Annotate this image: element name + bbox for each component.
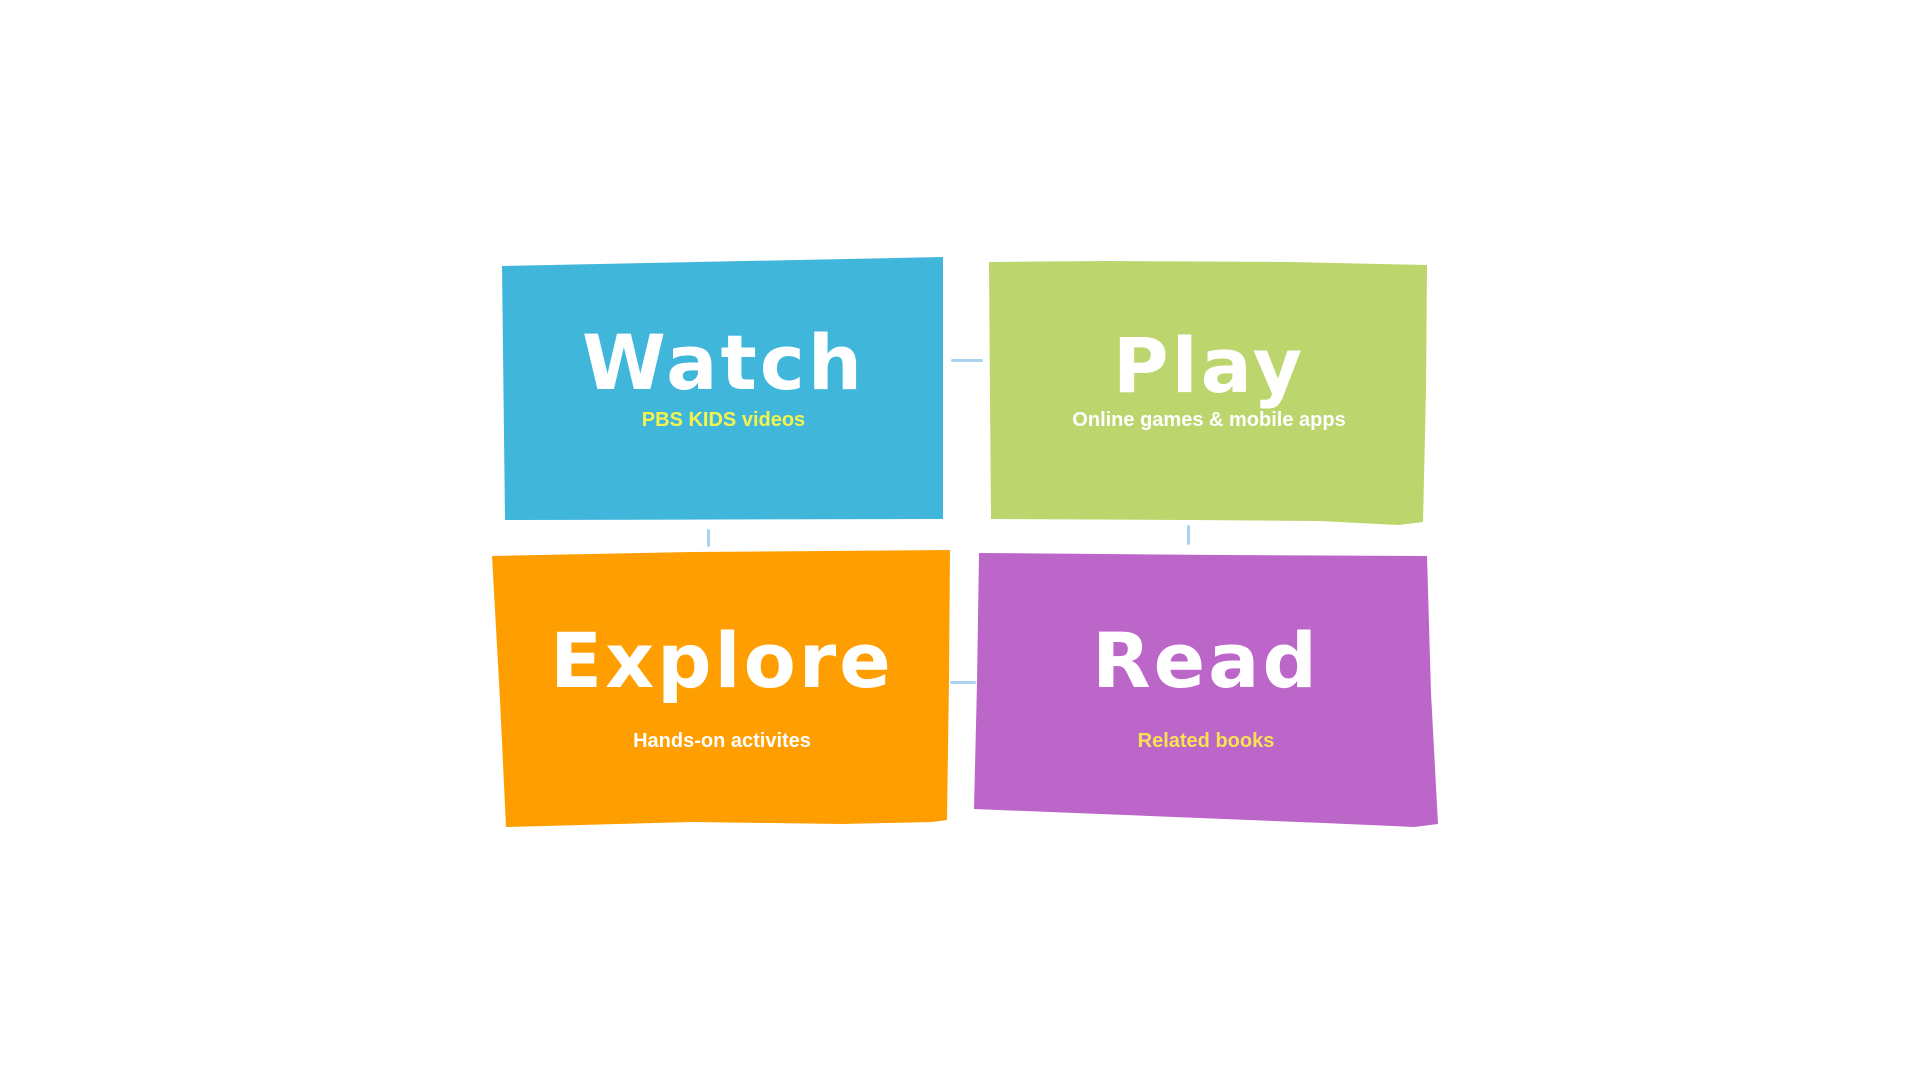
play-tile-shape xyxy=(989,261,1427,525)
watch-tile-fill xyxy=(502,257,943,520)
connector-watch-explore xyxy=(707,529,710,547)
read-subtitle: Related books xyxy=(1137,730,1275,752)
connector-watch-play xyxy=(951,359,983,362)
watch-tile[interactable]: Watch PBS KIDS videos xyxy=(502,257,945,520)
play-tile[interactable]: Play Online games & mobile apps xyxy=(989,260,1429,526)
play-tile-fill xyxy=(989,261,1427,525)
read-tile-fill xyxy=(974,553,1438,827)
explore-tile[interactable]: Explore Hands-on activites xyxy=(492,550,952,827)
explore-subtitle: Hands-on activites xyxy=(633,730,811,752)
read-title: Read xyxy=(1092,616,1320,705)
play-title: Play xyxy=(1112,321,1306,410)
explore-title: Explore xyxy=(550,616,894,705)
explore-tile-fill xyxy=(492,550,950,827)
read-tile-shape xyxy=(974,553,1438,827)
watch-tile-shape xyxy=(502,257,943,520)
explore-tile-shape xyxy=(492,550,950,827)
play-subtitle: Online games & mobile apps xyxy=(1072,409,1346,431)
read-tile[interactable]: Read Related books xyxy=(974,553,1438,827)
connector-explore-read xyxy=(950,681,976,684)
watch-subtitle: PBS KIDS videos xyxy=(641,409,806,431)
connector-play-read xyxy=(1187,525,1190,545)
watch-title: Watch xyxy=(582,318,865,407)
